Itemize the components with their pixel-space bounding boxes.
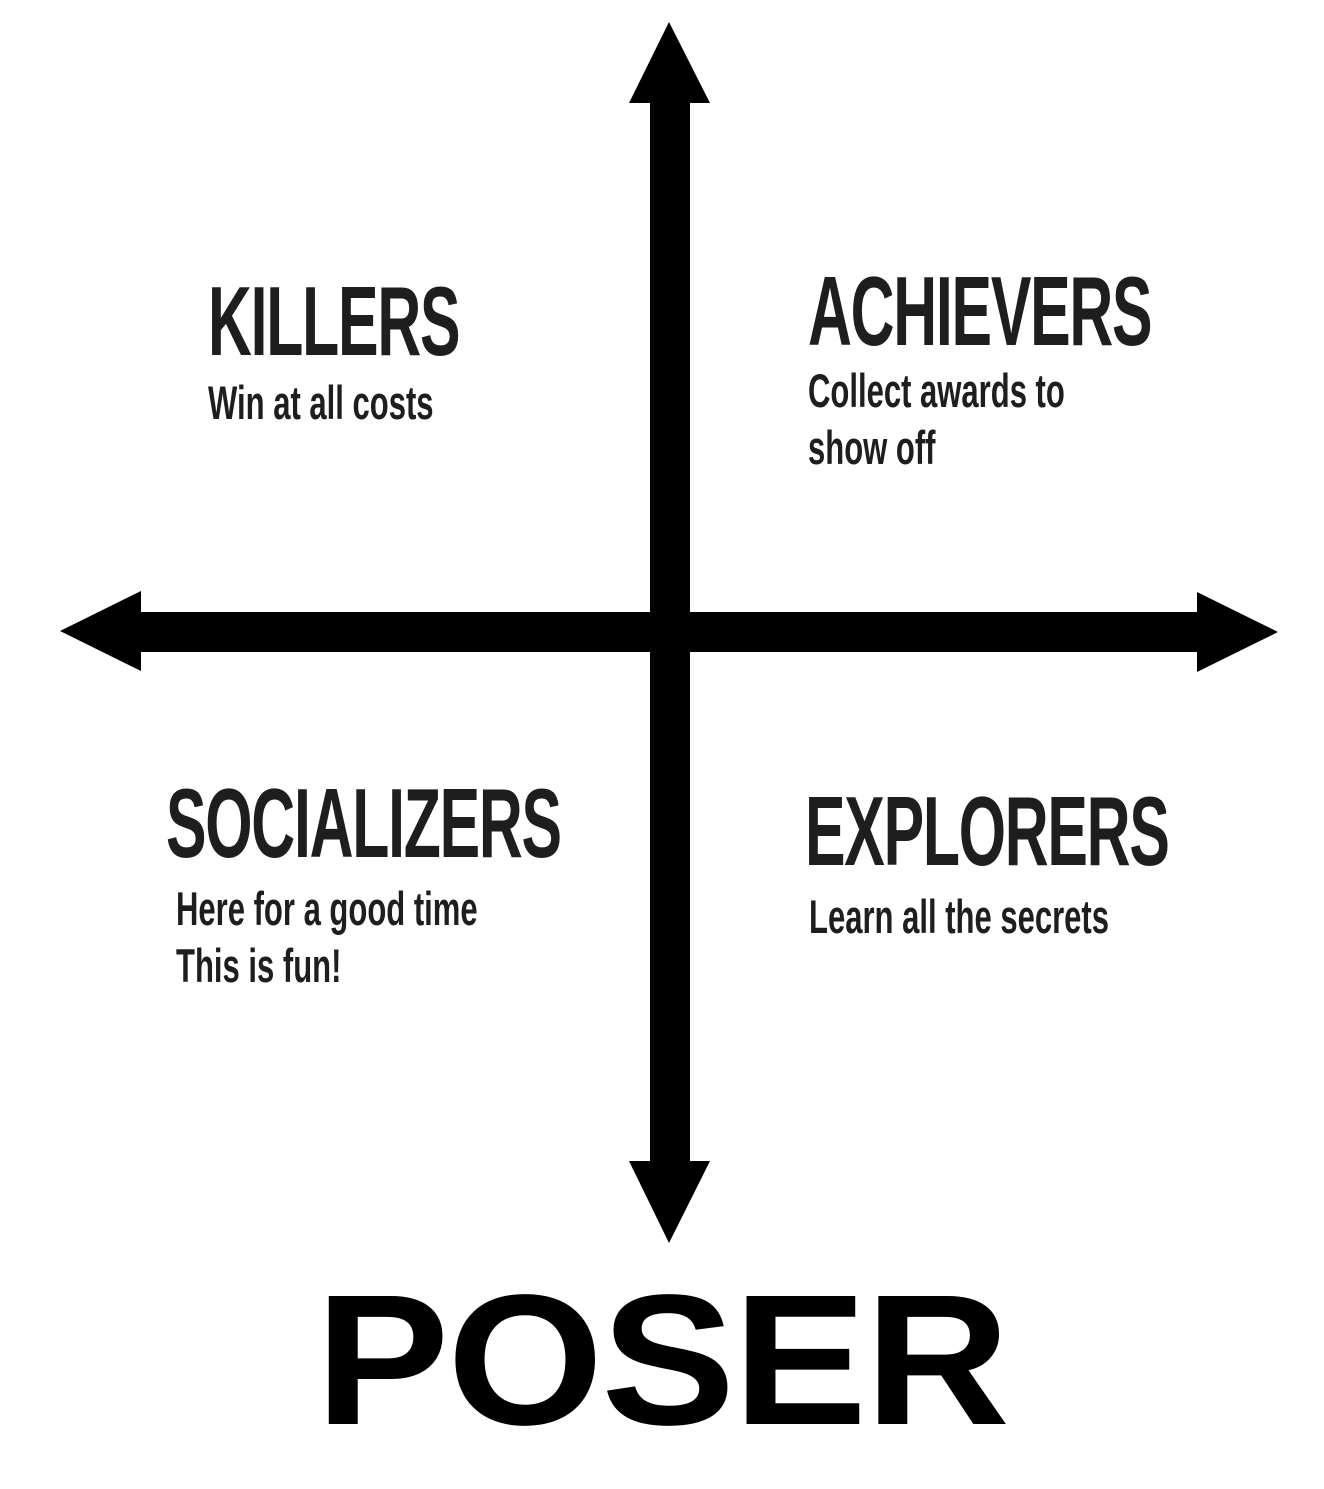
killers-title: KILLERS [208,266,460,376]
achievers-description-line-1: Collect awards to [808,364,1065,417]
up-arrowhead [629,22,710,103]
killers-quadrant: KILLERS Win at all costs [208,272,613,431]
explorers-title: EXPLORERS [805,776,1170,886]
socializers-quadrant: SOCIALIZERS Here for a good time This is… [166,774,803,994]
left-arrowhead [60,591,141,671]
killers-description: Win at all costs [208,376,434,429]
achievers-description-line-2: show off [808,421,936,474]
horizontal-axis-line [132,612,1207,652]
explorers-quadrant: EXPLORERS Learn all the secrets [805,782,1324,945]
socializers-description-line-1: Here for a good time [176,882,478,935]
achievers-title: ACHIEVERS [808,256,1153,366]
right-arrowhead [1197,592,1278,672]
socializers-description-line-2: This is fun! [176,939,342,992]
explorers-description: Learn all the secrets [809,890,1110,943]
down-arrowhead [629,1161,710,1243]
achievers-quadrant: ACHIEVERS Collect awards to show off [808,262,1324,476]
brand-wordmark: POSER [315,1257,1011,1464]
socializers-title: SOCIALIZERS [166,768,562,878]
brand-logo: POSER [0,1268,1324,1454]
